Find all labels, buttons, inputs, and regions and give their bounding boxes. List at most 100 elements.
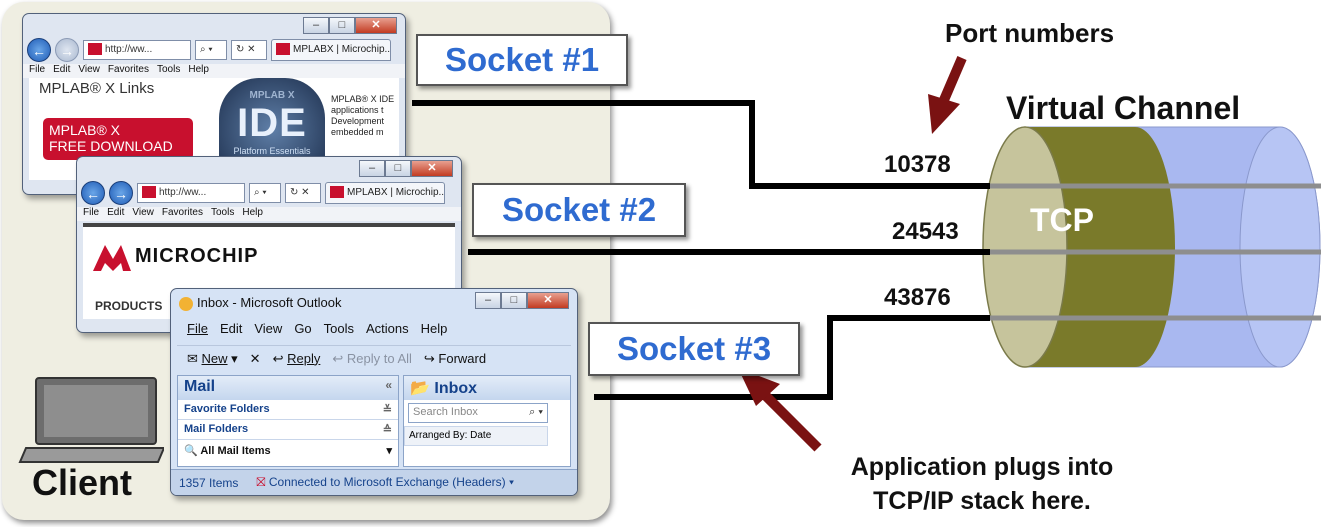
address-text: http://ww... xyxy=(159,187,207,198)
reply-all-button[interactable]: ↩ Reply to All xyxy=(332,350,412,366)
tcp-label: TCP xyxy=(1030,202,1094,238)
menu-go[interactable]: Go xyxy=(294,321,312,336)
menu-help[interactable]: Help xyxy=(188,64,209,75)
connection-line-3 xyxy=(594,315,990,400)
menu-favorites[interactable]: Favorites xyxy=(161,207,203,218)
microchip-favicon xyxy=(88,43,102,56)
menu-view[interactable]: View xyxy=(132,207,154,218)
favorite-folders[interactable]: Favorite Folders≚ xyxy=(178,400,398,420)
connection-line-1 xyxy=(412,100,990,189)
browser-window-2[interactable]: – □ ✕ ← → http://ww... ⌕ ▾ ↻ ✕ MPLABX | … xyxy=(76,156,462,333)
reply-all-label: Reply to All xyxy=(346,350,412,366)
menu-help[interactable]: Help xyxy=(242,207,263,218)
outlook-title: Inbox - Microsoft Outlook xyxy=(179,295,342,311)
menu-edit[interactable]: Edit xyxy=(219,321,243,336)
maximize-button[interactable]: □ xyxy=(385,160,411,177)
favorite-folders-label: Favorite Folders xyxy=(184,403,270,415)
reply-label: Reply xyxy=(287,350,321,366)
back-button[interactable]: ← xyxy=(81,181,105,205)
mail-folders[interactable]: Mail Folders≙ xyxy=(178,420,398,440)
page-heading: MPLAB® X Links xyxy=(39,80,155,97)
all-mail-items-label: All Mail Items xyxy=(200,445,271,457)
tcp-front-face xyxy=(982,126,1068,368)
refresh-stop-icons[interactable]: ↻ ✕ xyxy=(285,183,321,203)
menu-edit[interactable]: Edit xyxy=(53,64,71,75)
forward-button[interactable]: → xyxy=(109,181,133,205)
delete-icon[interactable]: ✕ xyxy=(249,350,261,366)
forward-label: Forward xyxy=(438,350,487,366)
window-controls: – □ ✕ xyxy=(475,292,569,309)
inbox-header-text: Inbox xyxy=(434,380,478,397)
search-icon[interactable]: ⌕ ▾ xyxy=(195,40,227,60)
menu-file[interactable]: File xyxy=(29,64,46,75)
maximize-button[interactable]: □ xyxy=(501,292,527,309)
menu-favorites[interactable]: Favorites xyxy=(107,64,149,75)
all-mail-items[interactable]: 🔍 All Mail Items▾ xyxy=(184,445,392,457)
tab-title: MPLABX | Microchip... xyxy=(293,44,391,55)
laptop-icon xyxy=(18,377,164,463)
outlook-title-text: Inbox - Microsoft Outlook xyxy=(197,295,342,310)
window-controls: – □ ✕ xyxy=(303,17,397,34)
menu-view[interactable]: View xyxy=(254,321,283,336)
outlook-toolbar: ✉ New ▾ ✕ ↩ Reply ↩ Reply to All ↪ Forwa… xyxy=(177,345,571,371)
port-numbers-label: Port numbers xyxy=(945,18,1115,48)
inbox-header: 📂 Inbox xyxy=(404,376,570,400)
navigation-pane: Mail« Favorite Folders≚ Mail Folders≙ 🔍 … xyxy=(177,375,399,467)
minimize-button[interactable]: – xyxy=(475,292,501,309)
ide-logo-top: MPLAB X xyxy=(249,90,295,101)
outlook-window[interactable]: Inbox - Microsoft Outlook – □ ✕ File Edi… xyxy=(170,288,578,496)
inbox-pane: 📂 Inbox Search Inbox⌕ ▾ Arranged By: Dat… xyxy=(403,375,571,467)
status-connection-text: Connected to Microsoft Exchange (Headers… xyxy=(268,475,506,489)
menu-bar: File Edit View Favorites Tools Help xyxy=(23,64,405,78)
ide-logo-sub: Platform Essentials xyxy=(233,146,311,156)
menu-bar: File Edit View Favorites Tools Help xyxy=(77,207,461,221)
menu-file[interactable]: File xyxy=(83,207,100,218)
back-button[interactable]: ← xyxy=(27,38,51,62)
microchip-favicon xyxy=(330,186,344,199)
microchip-favicon xyxy=(276,43,290,56)
close-button[interactable]: ✕ xyxy=(527,292,569,309)
menu-actions[interactable]: Actions xyxy=(366,321,409,336)
menu-edit[interactable]: Edit xyxy=(107,207,125,218)
port-number-1: 10378 xyxy=(884,151,951,178)
refresh-stop-icons[interactable]: ↻ ✕ xyxy=(231,40,267,60)
socket-3-box: Socket #3 xyxy=(588,322,800,376)
application-plugs-label: Application plugs into TCP/IP stack here… xyxy=(850,453,1114,515)
products-nav[interactable]: PRODUCTS xyxy=(95,299,163,313)
mail-folders-label: Mail Folders xyxy=(184,423,249,435)
window-controls: – □ ✕ xyxy=(359,160,453,177)
menu-file[interactable]: File xyxy=(187,321,208,336)
forward-button[interactable]: → xyxy=(55,38,79,62)
minimize-button[interactable]: – xyxy=(359,160,385,177)
download-button[interactable]: MPLAB® X FREE DOWNLOAD xyxy=(43,118,193,160)
address-bar[interactable]: http://ww... xyxy=(137,183,245,203)
exchange-icon: ⛝ xyxy=(256,475,266,489)
microchip-logo-icon xyxy=(93,245,131,271)
forward-button[interactable]: ↪ Forward xyxy=(423,350,487,366)
search-icon[interactable]: ⌕ ▾ xyxy=(249,183,281,203)
outlook-menu-bar: File Edit View Go Tools Actions Help xyxy=(177,321,571,343)
menu-help[interactable]: Help xyxy=(420,321,448,336)
menu-tools[interactable]: Tools xyxy=(210,207,235,218)
reply-button[interactable]: ↩ Reply xyxy=(272,350,321,366)
menu-tools[interactable]: Tools xyxy=(156,64,181,75)
address-text: http://ww... xyxy=(105,44,153,55)
menu-tools[interactable]: Tools xyxy=(323,321,355,336)
menu-view[interactable]: View xyxy=(78,64,100,75)
arranged-by-label: Arranged By: Date xyxy=(409,430,492,441)
close-button[interactable]: ✕ xyxy=(411,160,453,177)
new-button[interactable]: ✉ New ▾ xyxy=(187,350,238,366)
close-button[interactable]: ✕ xyxy=(355,17,397,34)
socket-2-box: Socket #2 xyxy=(472,183,686,237)
side-text: MPLAB® X IDE applications t Development … xyxy=(331,94,395,137)
new-label: New xyxy=(201,350,228,366)
maximize-button[interactable]: □ xyxy=(329,17,355,34)
browser-tab[interactable]: MPLABX | Microchip... × xyxy=(271,39,391,61)
address-bar[interactable]: http://ww... xyxy=(83,40,191,60)
port-numbers-arrow xyxy=(928,56,967,134)
browser-tab[interactable]: MPLABX | Microchip... × xyxy=(325,182,445,204)
arranged-by-header[interactable]: Arranged By: Date xyxy=(404,426,548,446)
minimize-button[interactable]: – xyxy=(303,17,329,34)
mail-header: Mail« xyxy=(178,376,398,400)
search-inbox-input[interactable]: Search Inbox⌕ ▾ xyxy=(408,403,548,423)
